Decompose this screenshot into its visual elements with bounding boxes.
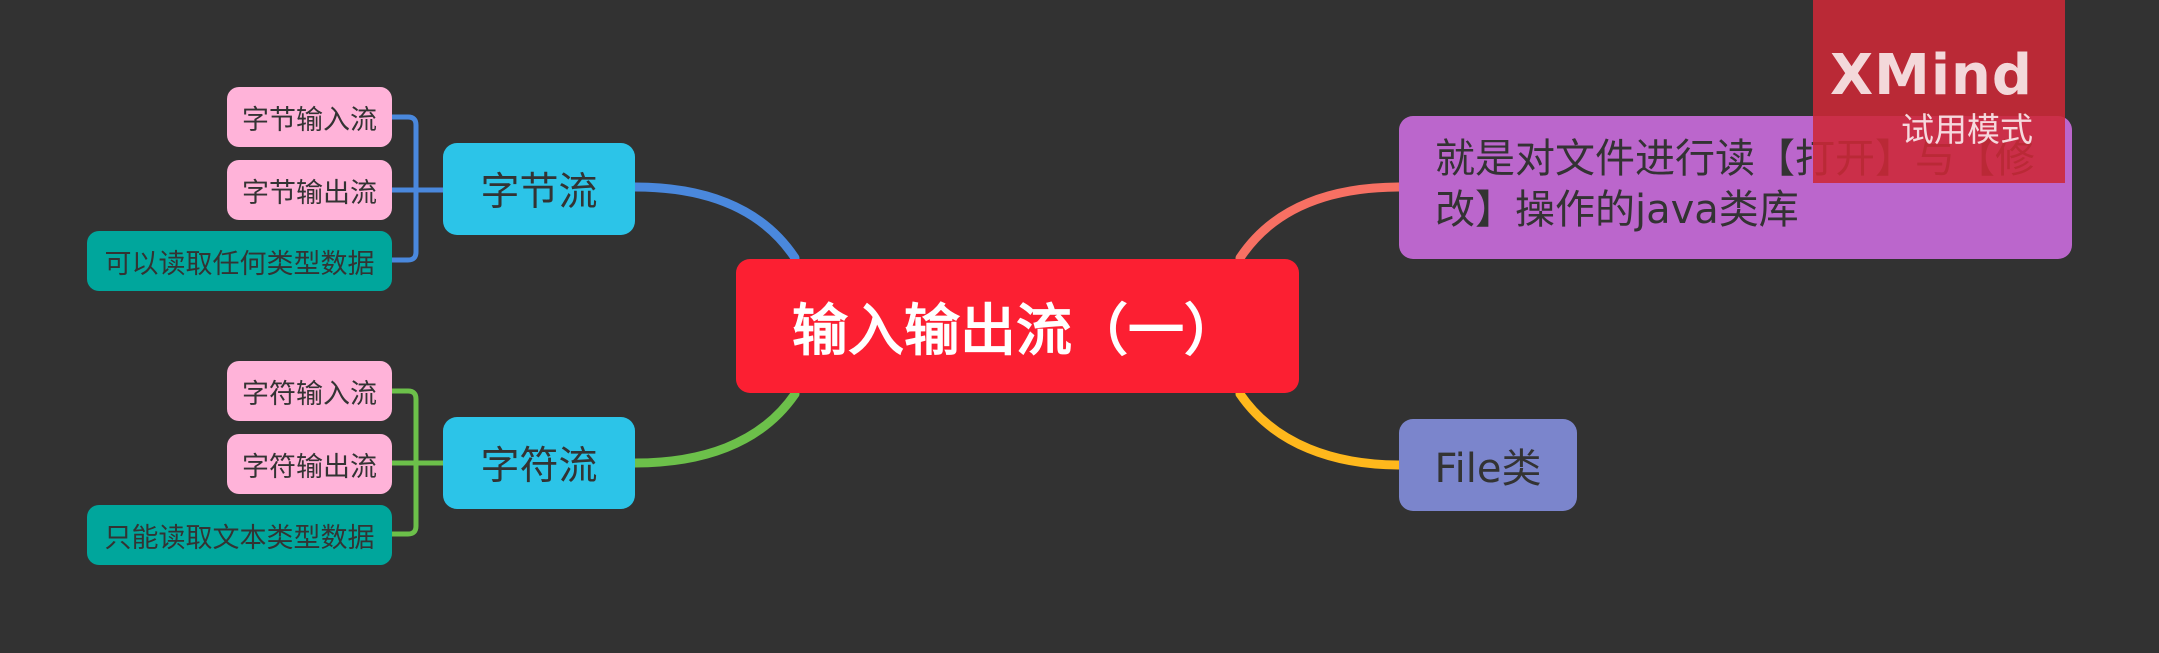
leaf-char-output-stream[interactable]: 字符输出流 xyxy=(227,434,392,494)
xmind-trial-watermark: XMind 试用模式 xyxy=(1813,0,2065,183)
connector-central-fileclass xyxy=(1235,389,1405,470)
leaf-byte-any-data[interactable]: 可以读取任何类型数据 xyxy=(87,231,392,291)
trial-mode-label: 试用模式 xyxy=(1901,110,2033,149)
branch-char-stream[interactable]: 字符流 xyxy=(443,417,635,509)
branch-file-class[interactable]: File类 xyxy=(1399,419,1577,511)
xmind-logo: XMind xyxy=(1829,43,2033,108)
bracket-charstream xyxy=(392,388,443,537)
leaf-byte-output-stream[interactable]: 字节输出流 xyxy=(227,160,392,220)
leaf-char-text-data[interactable]: 只能读取文本类型数据 xyxy=(87,505,392,565)
branch-byte-stream[interactable]: 字节流 xyxy=(443,143,635,235)
connector-central-bytestream xyxy=(630,182,800,263)
leaf-char-input-stream[interactable]: 字符输入流 xyxy=(227,361,392,421)
connector-central-charstream xyxy=(630,389,800,468)
bracket-bytestream xyxy=(392,114,443,263)
leaf-byte-input-stream[interactable]: 字节输入流 xyxy=(227,87,392,147)
central-topic[interactable]: 输入输出流（一） xyxy=(736,259,1299,393)
connector-central-description xyxy=(1235,182,1405,263)
